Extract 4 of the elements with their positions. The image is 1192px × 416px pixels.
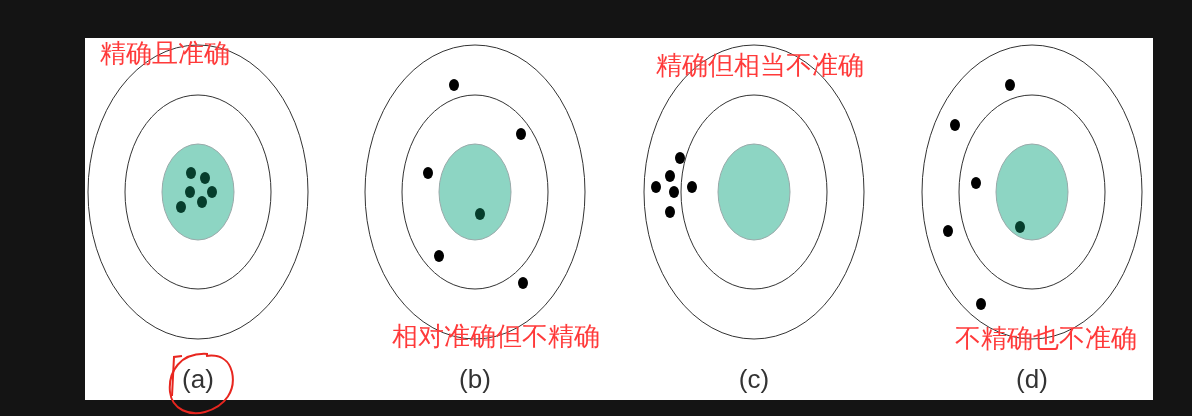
panel-caption: (b): [458, 364, 492, 394]
panel-caption: (a): [181, 364, 215, 394]
panel-caption: (c): [737, 364, 771, 394]
panel-caption: (d): [1015, 364, 1049, 394]
